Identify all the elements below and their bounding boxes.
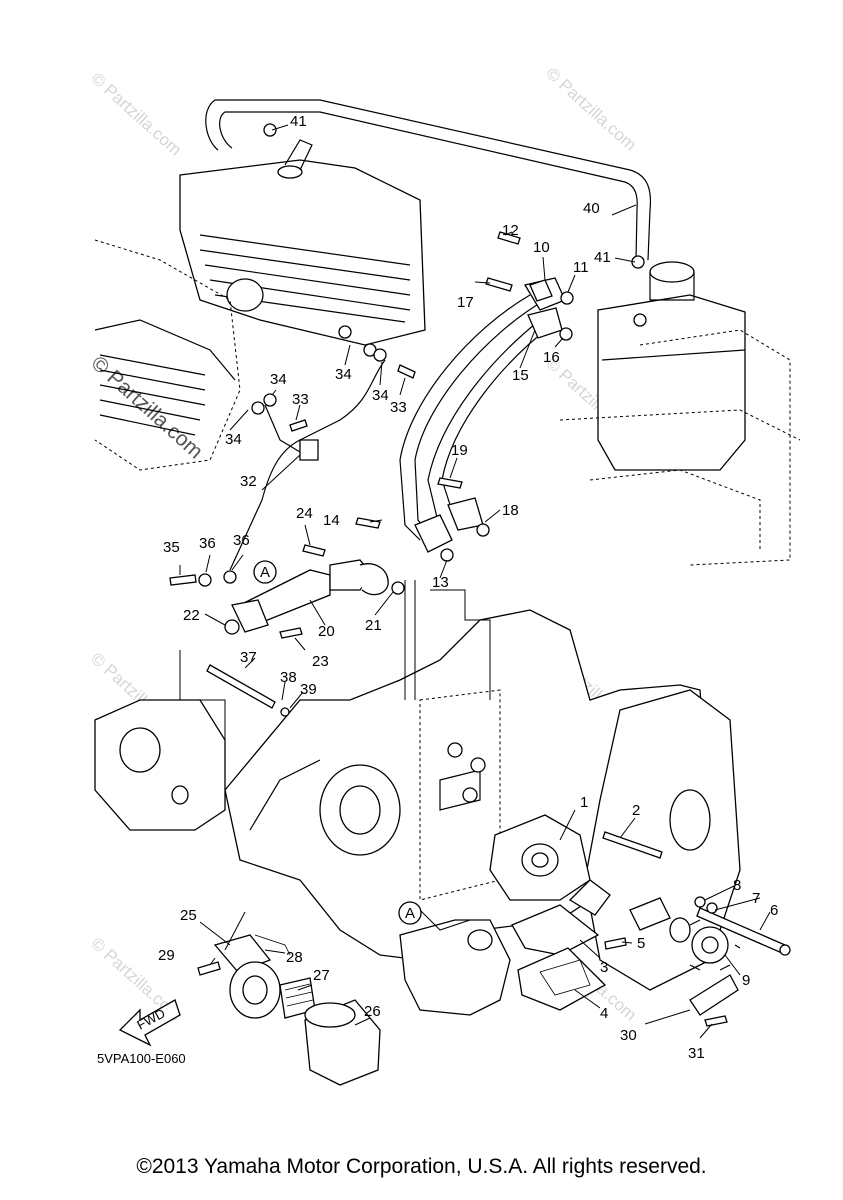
fittings: [529, 279, 739, 1016]
callout-3: 3: [600, 959, 608, 976]
callout-9: 9: [742, 972, 750, 989]
ref-marker-a-lower: [398, 901, 422, 925]
leader-lines: [179, 124, 771, 1039]
callout-29: 29: [158, 947, 175, 964]
callout-39: 39: [300, 681, 317, 698]
callout-41: 41: [290, 113, 307, 130]
callout-38: 38: [280, 669, 297, 686]
callout-26: 26: [364, 1003, 381, 1020]
pump-bracket: [568, 879, 611, 916]
diagram-code: 5VPA100-E060: [97, 1051, 186, 1066]
crankcase-cover-left: [94, 699, 226, 831]
callout-33: 33: [390, 399, 407, 416]
oil-hoses: [399, 277, 566, 553]
callout-30: 30: [620, 1027, 637, 1044]
pump-drive-gear: [689, 907, 791, 971]
callout-16: 16: [543, 349, 560, 366]
callout-21: 21: [365, 617, 382, 634]
callout-17: 17: [457, 294, 474, 311]
callout-41: 41: [594, 249, 611, 266]
callout-24: 24: [296, 505, 313, 522]
reference-markers: A A: [253, 560, 422, 925]
callout-4: 4: [600, 1005, 608, 1022]
callout-7: 7: [752, 890, 760, 907]
oil-strainer: [511, 904, 607, 1011]
oil-filter-assembly: [213, 934, 381, 1086]
callout-10: 10: [533, 239, 550, 256]
rear-cylinder: [94, 239, 241, 471]
callout-35: 35: [163, 539, 180, 556]
callout-36: 36: [199, 535, 216, 552]
callout-15: 15: [512, 367, 529, 384]
oil-tank: [559, 261, 801, 566]
breather-hose: [205, 99, 652, 261]
ref-marker-a-upper: [253, 560, 277, 584]
bolts: [169, 231, 728, 1027]
callout-19: 19: [451, 442, 468, 459]
callout-31: 31: [688, 1045, 705, 1062]
callout-33: 33: [292, 391, 309, 408]
callout-1: 1: [580, 794, 588, 811]
callout-5: 5: [637, 935, 645, 952]
parts-diagram: © Partzilla.com © Partzilla.com © Partzi…: [87, 64, 801, 1086]
callout-27: 27: [313, 967, 330, 984]
callout-12: 12: [502, 222, 519, 239]
callout-32: 32: [240, 473, 257, 490]
oil-pump: [489, 814, 591, 901]
ref-marker-a-lower-label: A: [405, 905, 415, 922]
callout-22: 22: [183, 607, 200, 624]
callout-18: 18: [502, 502, 519, 519]
callout-34: 34: [372, 387, 389, 404]
callout-23: 23: [312, 653, 329, 670]
watermark: © Partzilla.com: [542, 64, 640, 155]
callout-6: 6: [770, 902, 778, 919]
callout-25: 25: [180, 907, 197, 924]
callout-34: 34: [335, 366, 352, 383]
callout-11: 11: [573, 259, 589, 276]
ref-marker-a-upper-label: A: [260, 564, 270, 581]
callout-28: 28: [286, 949, 303, 966]
crankcase-lower: [399, 919, 511, 1016]
oil-line-20: [231, 559, 389, 633]
callout-34: 34: [270, 371, 287, 388]
callout-20: 20: [318, 623, 335, 640]
callout-2: 2: [632, 802, 640, 819]
callout-36: 36: [233, 532, 250, 549]
washers: [198, 123, 718, 914]
cylinder-head: [179, 139, 426, 346]
callouts: 1 2 3 4 5 6 7 8 9 10 11 12 13 14 15 16 1…: [158, 113, 778, 1062]
copyright-notice: ©2013 Yamaha Motor Corporation, U.S.A. A…: [136, 1155, 707, 1178]
watermark: © Partzilla.com: [87, 69, 185, 160]
callout-8: 8: [733, 877, 741, 894]
callout-13: 13: [432, 574, 449, 591]
callout-34: 34: [225, 431, 242, 448]
callout-40: 40: [583, 200, 600, 217]
callout-37: 37: [240, 649, 257, 666]
oil-delivery-pipe: [229, 343, 386, 571]
callout-14: 14: [323, 512, 340, 529]
